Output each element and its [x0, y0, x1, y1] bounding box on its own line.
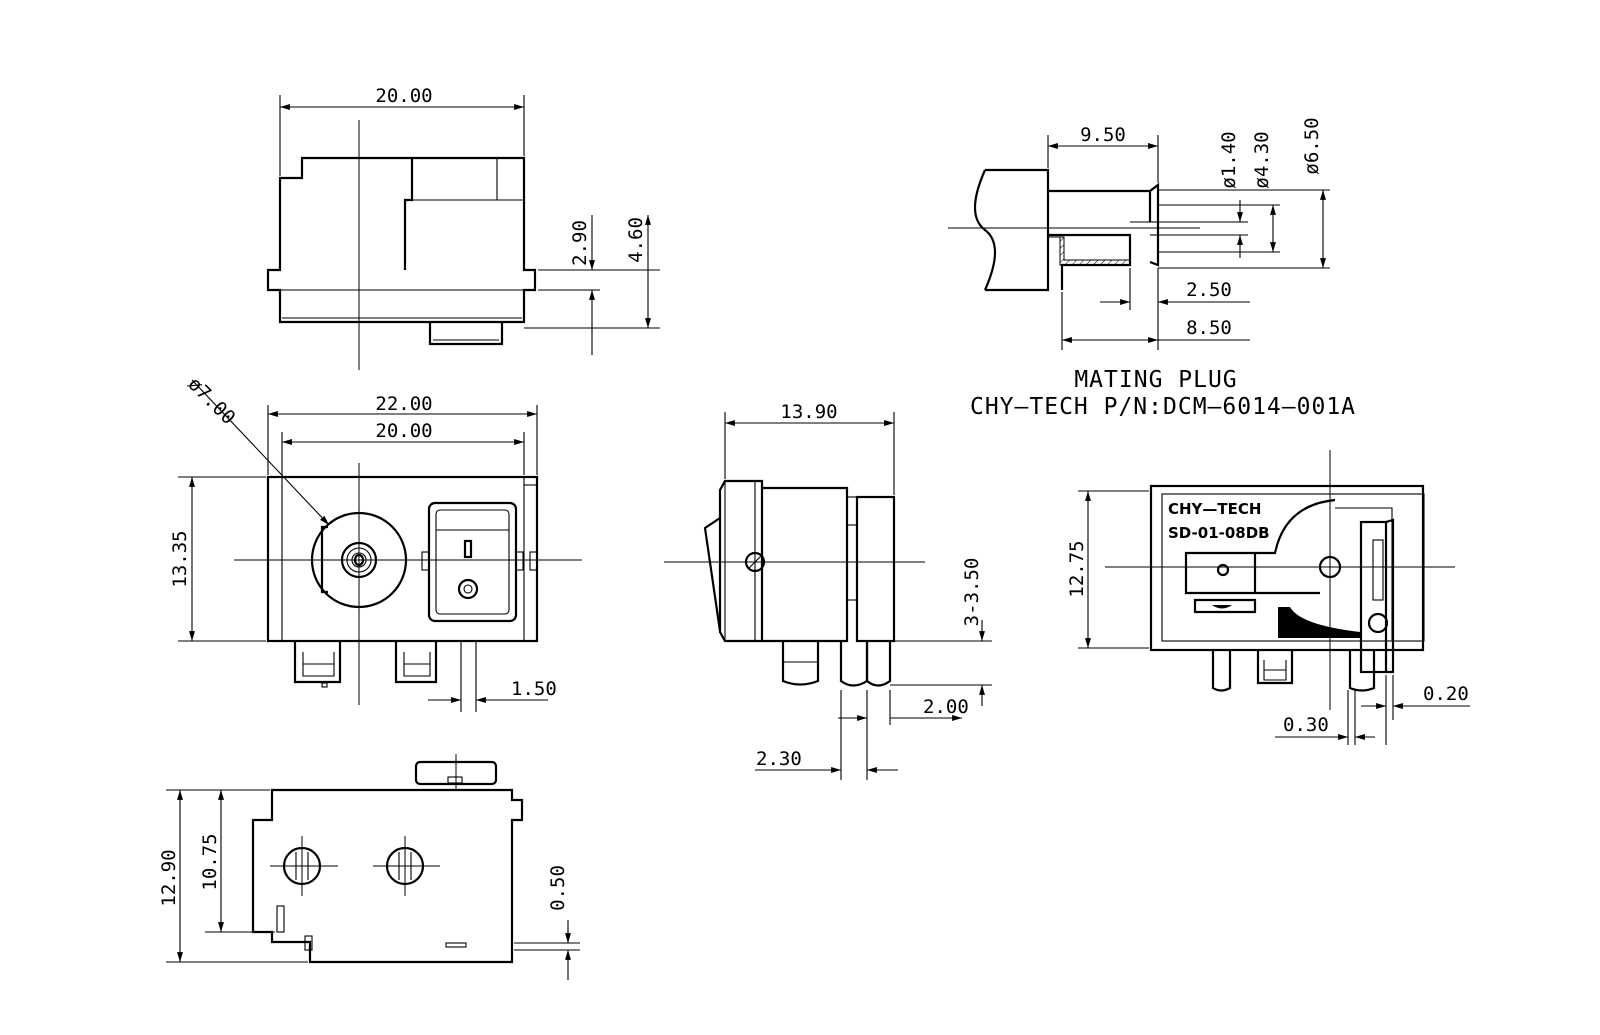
rear-logo: CHY—TECH	[1168, 500, 1261, 518]
side-pin-a-label: 2.00	[923, 696, 969, 718]
mating-plug-view: 9.50 ø1.40 ø4.30 ø6.50 2.50 8.50 MATING …	[948, 117, 1356, 420]
top-height-b-label: 4.60	[625, 217, 647, 263]
side-pin-spec-label: 3-3.50	[961, 558, 983, 627]
rear-height-label: 12.75	[1066, 540, 1088, 597]
bottom-height-inner-label: 10.75	[199, 833, 221, 890]
front-view: 22.00 20.00 13.35 ø7.00 1.50	[169, 373, 582, 712]
mating-plug-part-number: CHY–TECH P/N:DCM–6014–001A	[970, 394, 1356, 420]
bottom-offset-label: 0.50	[547, 865, 569, 911]
side-pin-b-label: 2.30	[756, 748, 802, 770]
rear-thickness-a-label: 0.20	[1423, 683, 1469, 705]
front-diameter-label: ø7.00	[183, 373, 239, 429]
front-pin-width-label: 1.50	[511, 678, 557, 700]
rear-thickness-b-label: 0.30	[1283, 714, 1329, 736]
rear-view: CHY—TECH SD-01-08DB 12.75 0.20 0.30	[1066, 450, 1470, 745]
rear-part-code: SD-01-08DB	[1168, 524, 1270, 542]
plug-length-c-label: 8.50	[1186, 317, 1232, 339]
side-view: 13.90 3-3.50 2.00 2.30	[664, 401, 992, 780]
side-depth-label: 13.90	[780, 401, 837, 423]
front-width-outer-label: 22.00	[375, 393, 432, 415]
plug-dia-outer-label: ø6.50	[1301, 117, 1323, 174]
plug-dia-pin-label: ø1.40	[1218, 131, 1240, 188]
plug-dia-inner-label: ø4.30	[1251, 131, 1273, 188]
plug-length-b-label: 2.50	[1186, 279, 1232, 301]
mating-plug-title: MATING PLUG	[1074, 367, 1237, 393]
front-width-inner-label: 20.00	[375, 420, 432, 442]
bottom-view: 12.90 10.75 0.50	[158, 754, 580, 980]
bottom-height-total-label: 12.90	[158, 849, 180, 906]
plug-length-a-label: 9.50	[1080, 124, 1126, 146]
top-width-label: 20.00	[375, 85, 432, 107]
front-height-label: 13.35	[169, 530, 191, 587]
top-height-a-label: 2.90	[569, 220, 591, 266]
top-view: 20.00 2.90 4.60	[266, 85, 660, 370]
